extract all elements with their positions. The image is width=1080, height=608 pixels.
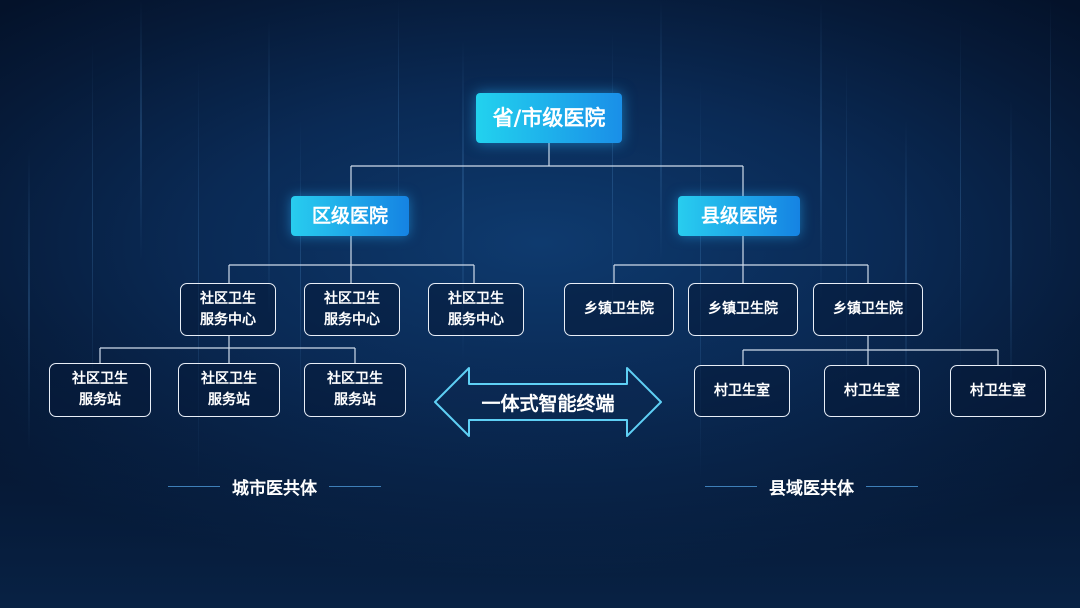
divider [329,486,381,487]
community-center-line2: 服务中心 [448,311,504,328]
community-center-line1: 社区卫生 [324,290,380,307]
village-clinic-label: 村卫生室 [970,382,1026,399]
county-alliance-caption: 县域医共体 [705,474,918,499]
divider [705,486,757,487]
community-station-line2: 服务站 [79,392,121,408]
township-hospital-label: 乡镇卫生院 [584,301,654,317]
community-station-node[interactable]: 社区卫生 服务站 [178,363,280,417]
county-hospital-label: 县级医院 [700,204,777,227]
community-center-node[interactable]: 社区卫生 服务中心 [180,283,276,336]
district-hospital-node[interactable]: 区级医院 [291,196,409,236]
county-alliance-label: 县域医共体 [769,479,854,499]
township-hospital-node[interactable]: 乡镇卫生院 [564,283,674,336]
community-station-line2: 服务站 [208,392,250,408]
community-station-line1: 社区卫生 [201,371,257,387]
community-station-node[interactable]: 社区卫生 服务站 [49,363,151,417]
community-center-node[interactable]: 社区卫生 服务中心 [428,283,524,336]
township-hospital-node[interactable]: 乡镇卫生院 [688,283,798,336]
village-clinic-node[interactable]: 村卫生室 [950,365,1046,417]
village-clinic-node[interactable]: 村卫生室 [824,365,920,417]
provincial-hospital-node[interactable]: 省/市级医院 [476,93,622,143]
community-center-line2: 服务中心 [324,311,380,328]
provincial-hospital-label: 省/市级医院 [492,105,606,130]
divider [168,486,220,487]
community-station-line2: 服务站 [334,392,376,408]
village-clinic-label: 村卫生室 [714,382,770,399]
village-clinic-label: 村卫生室 [844,382,900,399]
community-center-line1: 社区卫生 [448,290,504,307]
community-station-node[interactable]: 社区卫生 服务站 [304,363,406,417]
county-hospital-node[interactable]: 县级医院 [678,196,800,236]
township-hospital-label: 乡镇卫生院 [833,301,903,317]
community-station-line1: 社区卫生 [327,371,383,387]
community-station-line1: 社区卫生 [72,371,128,387]
district-hospital-label: 区级医院 [311,204,388,227]
village-clinic-node[interactable]: 村卫生室 [694,365,790,417]
urban-alliance-label: 城市医共体 [232,479,317,499]
divider [866,486,918,487]
township-hospital-node[interactable]: 乡镇卫生院 [813,283,923,336]
community-center-line2: 服务中心 [200,311,256,328]
township-hospital-label: 乡镇卫生院 [708,301,778,317]
community-center-node[interactable]: 社区卫生 服务中心 [304,283,400,336]
community-center-line1: 社区卫生 [200,290,256,307]
integrated-terminal-label: 一体式智能终端 [481,392,615,415]
urban-alliance-caption: 城市医共体 [168,474,381,499]
